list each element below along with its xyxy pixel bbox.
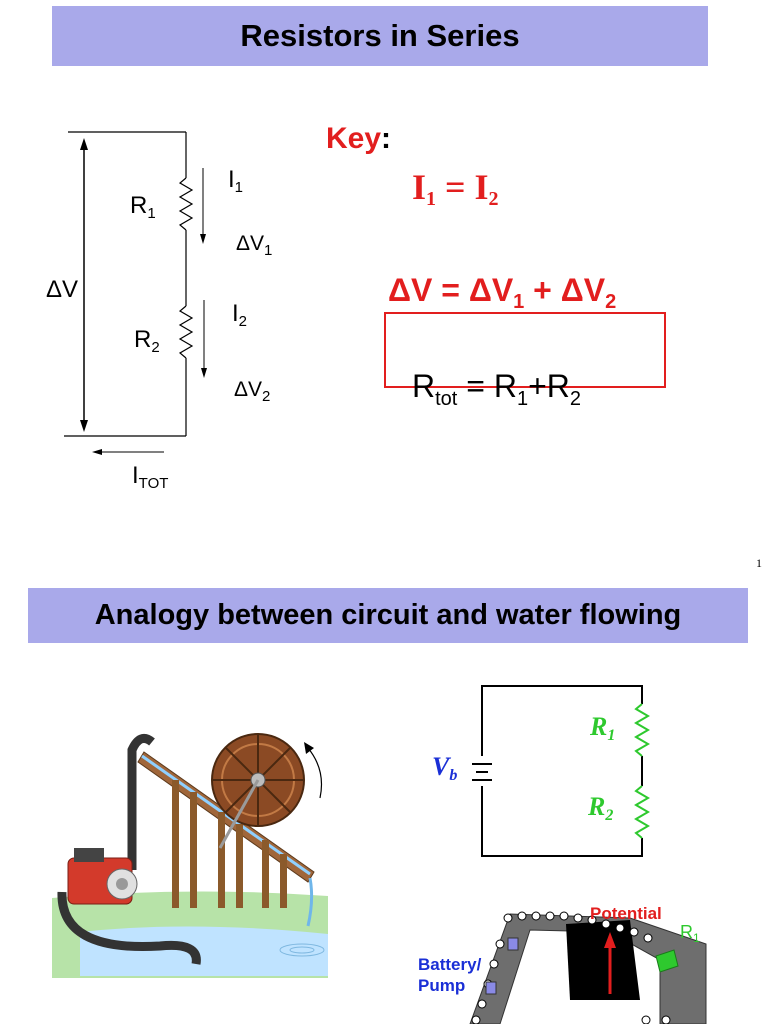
potential-label: Potential	[590, 904, 662, 923]
water-channel-figure	[469, 911, 707, 1024]
equation-voltage-sum: ΔV = ΔV1 + ΔV2	[388, 272, 617, 313]
vb-label: Vb	[432, 752, 458, 784]
battery-pump-label: Battery/Pump	[418, 955, 482, 995]
series-circuit-figure	[472, 685, 650, 857]
dv2-label: ΔV2	[234, 378, 271, 405]
i2-label: I2	[232, 300, 248, 330]
r1-label: R1	[130, 192, 156, 222]
i1-label: I1	[228, 166, 244, 196]
slide1-title: Resistors in Series	[52, 6, 708, 66]
r2-label: R2	[134, 326, 160, 356]
resistor-r1-symbol	[178, 177, 194, 231]
page-number: 1	[756, 556, 762, 570]
dv1-label: ΔV1	[236, 232, 273, 259]
key-label: Key:	[326, 122, 392, 155]
voltage-label: ΔV	[46, 276, 79, 303]
equation-highlight-box	[384, 312, 666, 388]
itot-label: ITOT	[132, 462, 169, 492]
resistor-r2-symbol	[178, 305, 194, 359]
r1-resistor-symbol	[634, 703, 650, 757]
slide2-title: Analogy between circuit and water flowin…	[28, 588, 748, 643]
water-wheel-illustration	[52, 733, 328, 978]
water-r1-label: R1	[680, 922, 700, 945]
equation-current-equal: I1 = I2	[412, 167, 499, 210]
figure-r2-label: R2	[588, 792, 614, 824]
figure-r1-label: R1	[590, 712, 616, 744]
r2-resistor-symbol	[634, 785, 650, 839]
equation-resistance-total: Rtot = R1+R2	[412, 368, 581, 410]
series-circuit-diagram	[64, 131, 207, 455]
